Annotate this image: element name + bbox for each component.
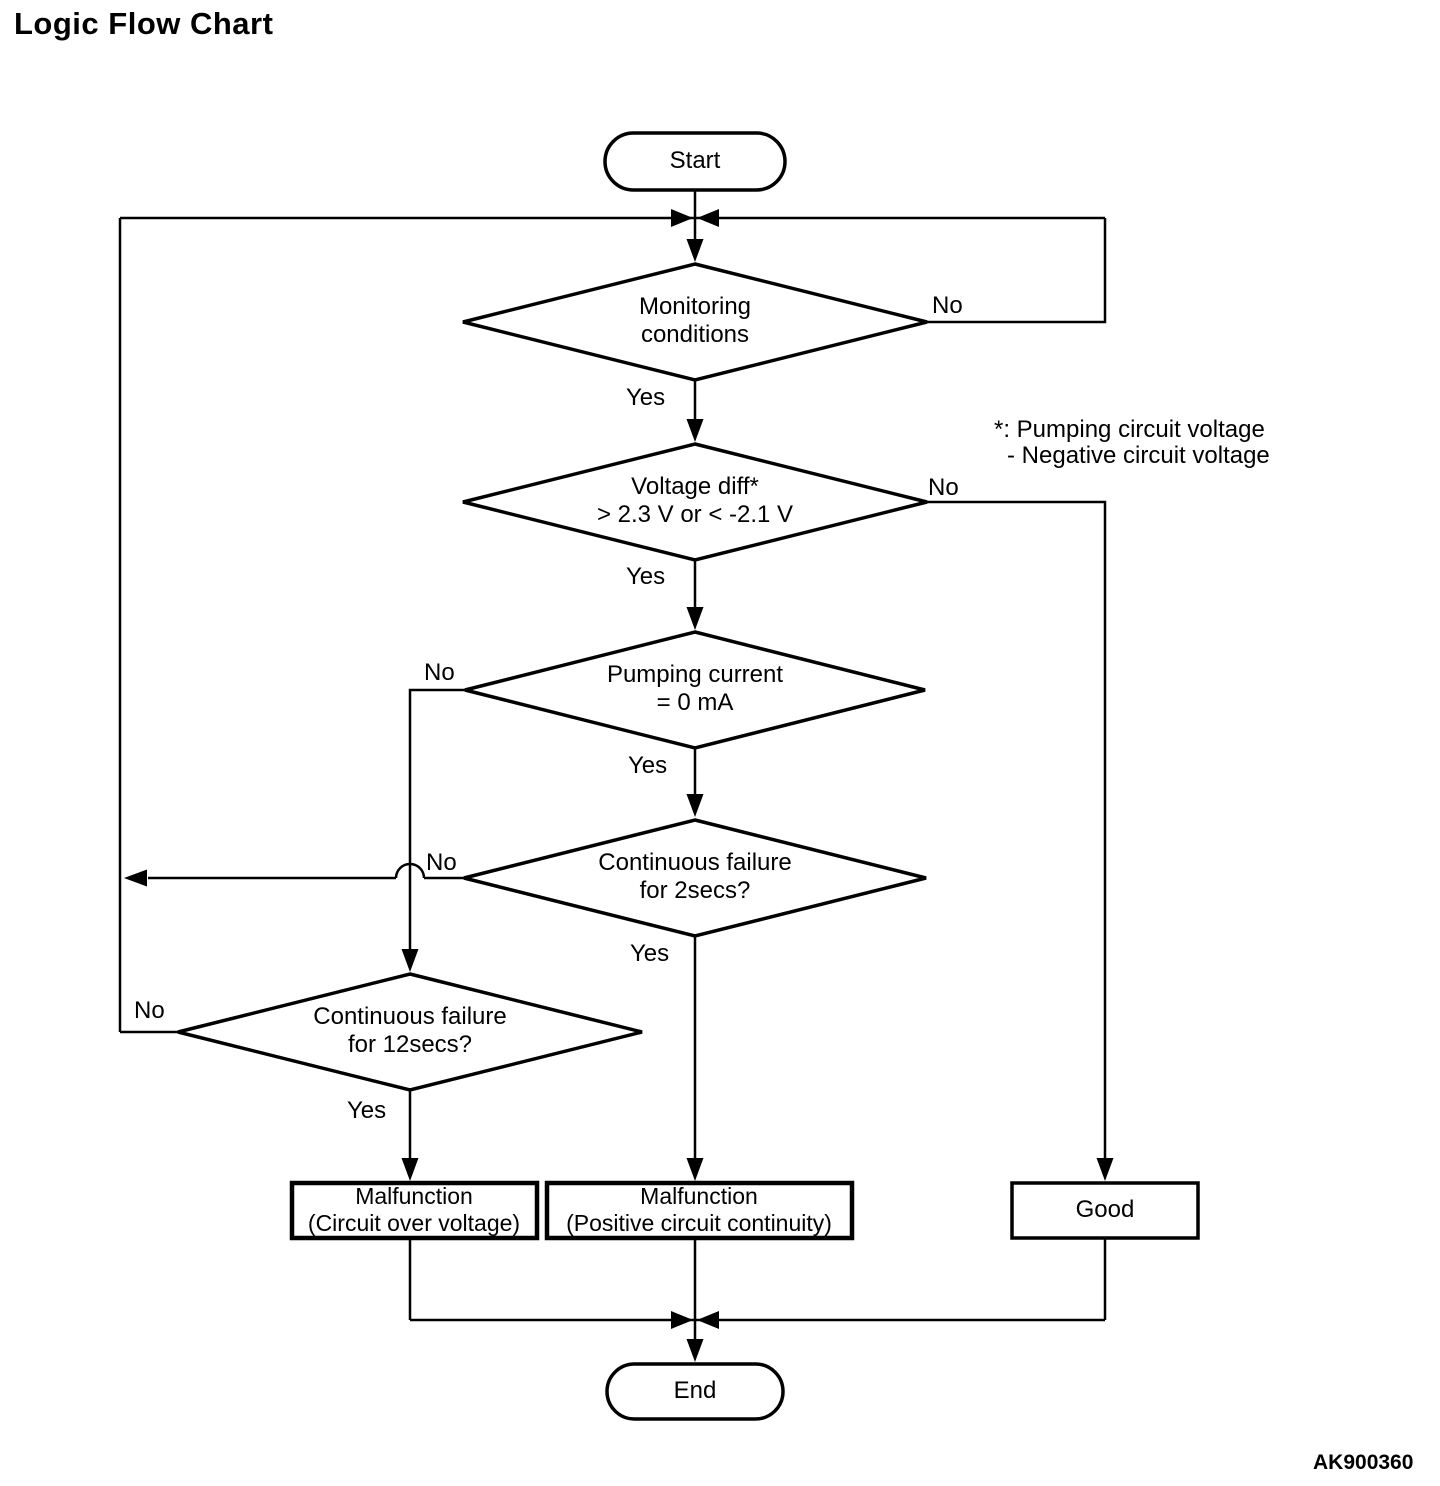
connector-failure2secs-no-with-hop (148, 862, 464, 880)
malfunction-over-voltage-line2: (Circuit over voltage) (307, 1210, 521, 1236)
connector-voltagediff-no-to-good (927, 500, 1107, 1160)
voltage-diff-diamond (462, 442, 928, 562)
monitoring-conditions-line2: conditions (640, 321, 750, 348)
arrow-into-good (1096, 1158, 1114, 1181)
malfunction-continuity-line2: (Positive circuit continuity) (566, 1210, 832, 1236)
malfunction-continuity-box (544, 1180, 855, 1241)
arrow-bottom-junction-right (671, 1311, 693, 1329)
voltage-diff-label: Voltage diff* > 2.3 V or < -2.1 V (597, 473, 793, 529)
arrow-into-pumpingcurrent (686, 607, 704, 630)
arrowheads (124, 209, 1114, 1362)
failure-12secs-line2: for 12secs? (347, 1031, 473, 1058)
pumping-current-label: Pumping current = 0 mA (607, 661, 783, 717)
malfunction-continuity-label: Malfunction (Positive circuit continuity… (566, 1183, 832, 1237)
arrow-into-monitoring (686, 239, 704, 262)
pumping-current-no-label: No (424, 659, 455, 686)
arrow-into-end (686, 1339, 704, 1362)
connectors (118, 190, 1107, 1341)
voltage-diff-yes-label: Yes (626, 563, 666, 590)
footnote-line2: - Negative circuit voltage (1007, 442, 1270, 469)
node-shapes (177, 131, 1200, 1421)
failure-12secs-no-label: No (134, 997, 165, 1024)
connector-monitoring-no (927, 218, 1107, 324)
start-node-label: Start (669, 147, 721, 174)
arrow-into-voltagediff (686, 419, 704, 442)
failure-2secs-line2: for 2secs? (639, 877, 751, 904)
failure-12secs-yes-label: Yes (347, 1097, 387, 1124)
pumping-current-line1: Pumping current (606, 661, 784, 688)
end-node-label: End (673, 1377, 717, 1404)
failure-2secs-line1: Continuous failure (598, 849, 792, 876)
failure-2secs-diamond (463, 818, 927, 938)
monitoring-conditions-line1: Monitoring (638, 293, 752, 320)
page-title: Logic Flow Chart (14, 6, 274, 41)
failure-12secs-label: Continuous failure for 12secs? (313, 1003, 506, 1059)
end-terminator-shape (605, 1362, 785, 1421)
arrow-top-junction-right (671, 209, 693, 227)
arrow-into-failure2secs (686, 794, 704, 817)
failure-2secs-no-label: No (426, 849, 457, 876)
monitoring-conditions-label: Monitoring conditions (639, 293, 751, 349)
figure-code: AK900360 (1313, 1451, 1414, 1474)
voltage-diff-footnote: *: Pumping circuit voltage - Negative ci… (994, 417, 1270, 469)
arrow-top-junction-left (697, 209, 719, 227)
monitoring-conditions-diamond (462, 262, 928, 382)
connector-pumpingcurrent-no (408, 688, 465, 951)
arrow-failure2secs-no-left (124, 869, 147, 887)
malfunction-continuity-line1: Malfunction (640, 1183, 758, 1209)
arrow-into-malfunction2 (686, 1158, 704, 1181)
failure-2secs-label: Continuous failure for 2secs? (598, 849, 791, 905)
pumping-current-diamond (464, 630, 926, 750)
pumping-current-yes-label: Yes (628, 752, 668, 779)
pumping-current-line2: = 0 mA (656, 689, 734, 716)
malfunction-over-voltage-line1: Malfunction (355, 1183, 473, 1209)
voltage-diff-line2: > 2.3 V or < -2.1 V (596, 501, 794, 528)
arrow-into-failure12secs (401, 949, 419, 972)
voltage-diff-line1: Voltage diff* (631, 473, 759, 500)
good-node-label: Good (1075, 1196, 1135, 1223)
malfunction-over-voltage-label: Malfunction (Circuit over voltage) (308, 1183, 520, 1237)
footnote-line1: *: Pumping circuit voltage (994, 416, 1265, 443)
monitoring-yes-label: Yes (626, 384, 666, 411)
start-terminator-shape (603, 131, 787, 192)
failure-12secs-line1: Continuous failure (313, 1003, 507, 1030)
good-box (1010, 1181, 1200, 1240)
voltage-diff-no-label: No (928, 474, 959, 501)
monitoring-no-label: No (932, 292, 963, 319)
failure-2secs-yes-label: Yes (630, 940, 670, 967)
failure-12secs-diamond (177, 972, 643, 1092)
arrow-into-malfunction1 (401, 1158, 419, 1181)
malfunction-over-voltage-box (289, 1180, 540, 1241)
arrow-bottom-junction-left (697, 1311, 719, 1329)
